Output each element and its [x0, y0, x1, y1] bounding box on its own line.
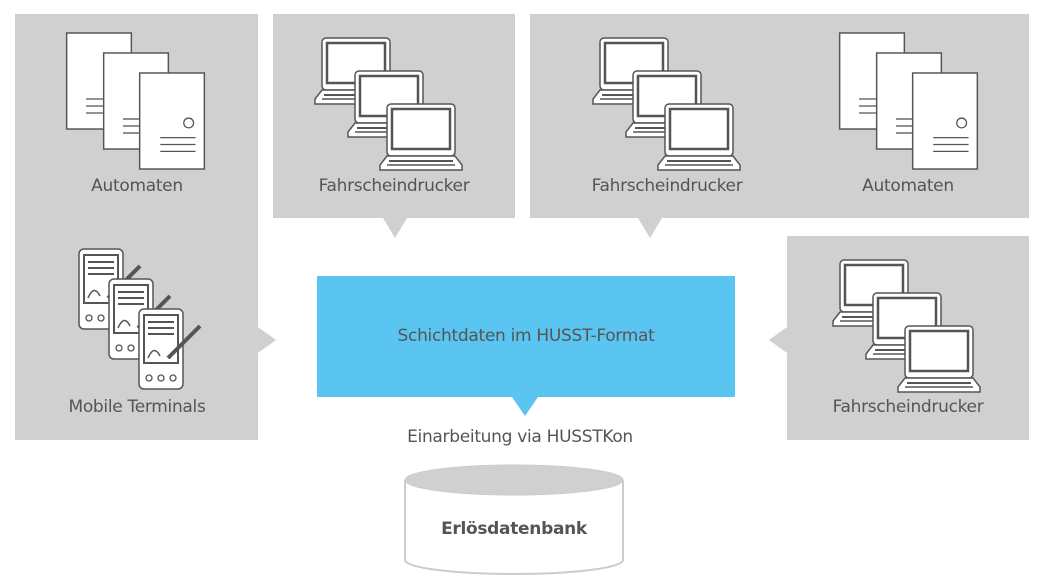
hussst-format-box: [317, 276, 735, 397]
database-icon: [404, 464, 624, 575]
ticket-printer-icon: [832, 259, 981, 393]
automaten-label: Automaten: [91, 176, 183, 196]
mobile-terminal-icon: [78, 248, 202, 391]
process-label: Einarbeitung via HUSSTKon: [407, 427, 633, 447]
arrow-top-middle-to-center: [383, 218, 407, 238]
arrow-left-box-to-center: [258, 327, 276, 353]
center-label: Schichtdaten im HUSST-Format: [397, 326, 655, 346]
vending-machine-icon: [838, 32, 979, 170]
database-label: Erlösdatenbank: [441, 519, 587, 539]
mobile-terminals-label: Mobile Terminals: [68, 397, 206, 417]
fahrscheindrucker-label: Fahrscheindrucker: [318, 176, 470, 196]
vending-machine-icon: [65, 32, 206, 170]
arrow-right-box-to-center: [769, 327, 787, 353]
arrow-center-to-database: [512, 397, 538, 416]
ticket-printer-icon: [314, 37, 463, 171]
fahrscheindrucker-label: Fahrscheindrucker: [591, 176, 743, 196]
fahrscheindrucker-label: Fahrscheindrucker: [832, 397, 984, 417]
automaten-label: Automaten: [862, 176, 954, 196]
arrow-top-right-to-center: [638, 218, 662, 238]
ticket-printer-icon: [592, 37, 741, 171]
